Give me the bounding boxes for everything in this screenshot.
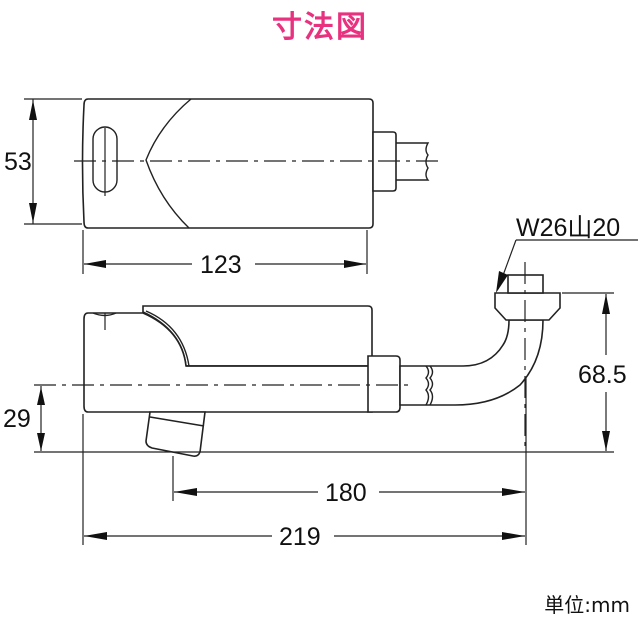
arrow-left [84,532,107,540]
side-view-nut [367,355,401,413]
break-mark [425,365,434,406]
arrow-right [344,260,366,268]
dim-label-68-5: 68.5 [578,361,627,389]
thread-spec-label: W26山20 [516,214,620,242]
arrow-up [37,387,45,405]
arrow-down [29,203,37,223]
spout-edge [149,416,205,427]
side-view-main-body [83,312,373,413]
dim-label-123: 123 [200,251,242,279]
arrow-down [37,433,45,451]
top-view-pipe [396,142,430,181]
dim-label-219: 219 [279,523,321,551]
side-view-elbow-pipe [399,319,544,406]
side-view-spout [145,411,206,457]
top-view-body [81,98,374,229]
arrow-left [84,260,106,268]
arrow-left [174,488,197,496]
page-title: 寸法図 [272,10,368,45]
side-view-fitting [494,292,561,321]
unit-label: 単位:mm [544,593,630,617]
arrow-down [602,431,610,451]
leader-arrow [496,271,508,293]
side-view [34,239,638,545]
arrow-right [502,532,525,540]
lever-edge [145,310,190,367]
top-view [24,98,442,274]
arrow-up [602,294,610,314]
dim-label-180: 180 [325,479,367,507]
arrow-up [29,100,37,120]
dim-label-29: 29 [3,405,31,433]
dim-label-53: 53 [4,148,32,176]
arrow-right [502,488,525,496]
top-view-lever-outline [145,98,192,229]
